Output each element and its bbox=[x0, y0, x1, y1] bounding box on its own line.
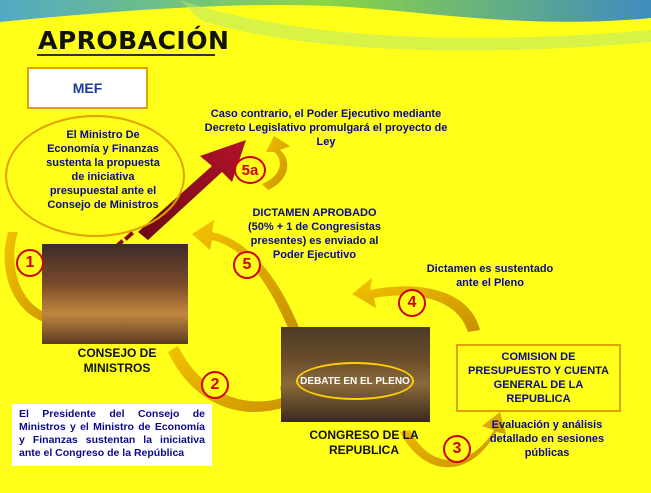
step-2-badge: 2 bbox=[201, 371, 229, 399]
consejo-label: CONSEJO DE MINISTROS bbox=[77, 346, 157, 375]
arrow-red-stripe-1 bbox=[123, 231, 135, 241]
comision-box: COMISION DE PRESUPUESTO Y CUENTA GENERAL… bbox=[456, 344, 621, 412]
ministro-text: El Ministro De Economía y Finanzas suste… bbox=[46, 129, 160, 211]
ministro-ellipse bbox=[5, 115, 185, 237]
step-5a-badge: 5a bbox=[234, 156, 266, 184]
mef-box: MEF bbox=[27, 67, 148, 109]
page-title: APROBACIÓN bbox=[38, 26, 230, 55]
dictamen-text: DICTAMEN APROBADO (50% + 1 de Congresist… bbox=[248, 207, 381, 261]
caso-contrario-text: Caso contrario, el Poder Ejecutivo media… bbox=[204, 108, 448, 148]
arrow-2 bbox=[168, 346, 298, 420]
step-5-badge: 5 bbox=[233, 251, 261, 279]
arrow-5a-curve bbox=[262, 136, 290, 190]
presidente-text: El Presidente del Consejo de Ministros y… bbox=[19, 408, 205, 459]
arrow-3 bbox=[400, 412, 506, 468]
step-3-badge: 3 bbox=[443, 435, 471, 463]
title-underline bbox=[37, 54, 215, 56]
step-4-badge: 4 bbox=[398, 289, 426, 317]
header-swoosh bbox=[0, 0, 651, 22]
congreso-label: CONGRESO DE LA REPUBLICA bbox=[309, 428, 419, 457]
comision-text: COMISION DE PRESUPUESTO Y CUENTA GENERAL… bbox=[468, 351, 609, 405]
consejo-photo bbox=[42, 244, 188, 344]
mef-label: MEF bbox=[72, 80, 103, 96]
debate-label: DEBATE EN EL PLENO bbox=[300, 375, 410, 387]
sustentado-text: Dictamen es sustentado ante el Pleno bbox=[426, 263, 554, 289]
presidente-box: El Presidente del Consejo de Ministros y… bbox=[12, 404, 212, 466]
arrow-4 bbox=[352, 278, 480, 332]
arrow-5 bbox=[192, 220, 300, 332]
header-swoosh-light bbox=[180, 0, 651, 51]
arrow-red bbox=[138, 140, 246, 240]
step-1-badge: 1 bbox=[16, 249, 44, 277]
debate-ellipse: DEBATE EN EL PLENO bbox=[296, 362, 414, 400]
evaluacion-text: Evaluación y análisis detallado en sesio… bbox=[489, 419, 605, 459]
